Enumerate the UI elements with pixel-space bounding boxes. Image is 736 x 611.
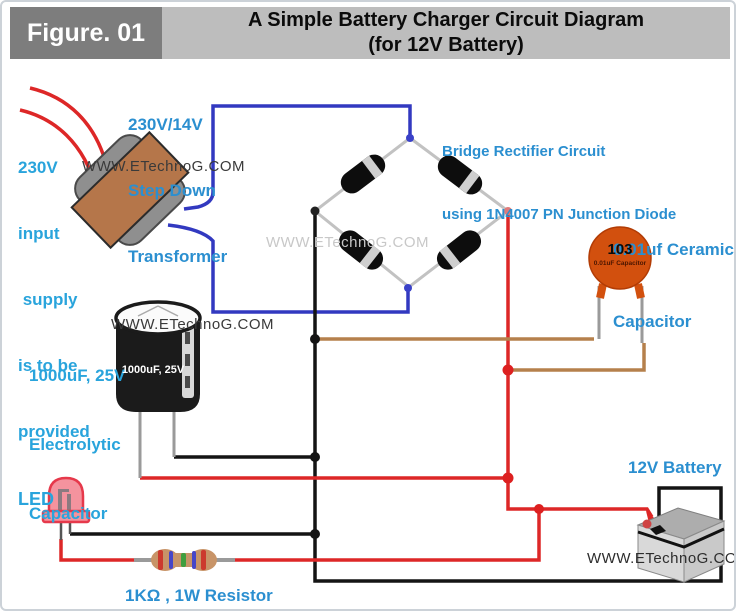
diode-band [439,245,461,269]
brown-wire-2 [508,343,646,372]
watermark-battery: WWW.ETechnoG.COM [587,550,736,567]
diode-band [359,245,381,269]
junction-dot-black-2 [310,452,320,462]
battery-positive-terminal [642,519,652,529]
ceramic-disc [588,226,652,290]
diode-band [361,155,383,179]
transformer-label: 230V/14V Step Down Transformer [128,115,228,266]
resistor-band-green [181,553,186,567]
figure-number-box: Figure. 01 [10,7,162,59]
bridge-node-right [504,207,512,215]
junction-dot-red-3 [534,504,544,514]
electrolytic-capacitor-label: 1000uF, 25V Electrolytic Capacitor [29,366,126,523]
resistor [134,549,235,571]
diode-bottom-right [436,230,482,270]
led-label: LED [18,489,54,509]
ceramic-subtext: 0.01uF Capacitor [593,260,647,267]
watermark-transformer: WWW.ETechnoG.COM [82,158,246,175]
resistor-label: 1KΩ , 1W Resistor [125,586,273,605]
ceramic-capacitor-label: 0.01uf Ceramic Capacitor [613,240,734,331]
led-dome [47,476,85,515]
electrolytic-capacitor [114,300,202,412]
bridge-node-top [406,134,414,142]
diode-top-right [437,155,483,195]
watermark-bridge: WWW.ETechnoG.COM [266,234,430,251]
resistor-band-red [201,550,206,570]
diagram-title-line2: (for 12V Battery) [368,34,524,56]
electrolytic-top [114,300,202,336]
battery-negative-terminal [650,525,666,535]
watermark-capacitor: WWW.ETechnoG.COM [111,316,275,333]
transformer [70,130,190,250]
led-pin-inner [67,494,71,511]
red-output-wire [506,211,654,518]
bridge-node-bottom [404,284,412,292]
battery-label: 12V Battery [628,458,722,477]
bridge-rectifier-label: Bridge Rectifier Circuit using 1N4007 PN… [442,143,677,223]
junction-dot-red-2 [502,472,514,484]
battery-band [637,527,725,549]
junction-dot-red-1 [502,364,514,376]
bridge-node-left [310,206,320,216]
diode-band [458,170,480,194]
ceramic-marking: 103 [607,241,633,258]
resistor-band-blue [192,551,196,569]
battery-side-face [683,520,725,583]
led-flange [41,509,91,524]
blue-secondary-wires [167,104,412,314]
electrolytic-body [116,318,200,412]
diode-top-left [340,154,386,194]
electrolytic-marking: 1000uF, 25V [121,364,185,376]
battery [636,507,726,583]
diagram-title-bar: A Simple Battery Charger Circuit Diagram… [162,7,730,59]
led-pin-inner [58,489,62,511]
figure-number-label: Figure. 01 [26,18,146,47]
component-leads [138,286,644,478]
blue-wire-top [183,104,412,211]
input-supply-label: 230V input supply is to be provided [18,158,90,441]
blue-wire-bottom [167,223,410,314]
bridge-diodes [338,154,483,270]
led-leads [59,522,72,540]
resistor-band-blue [169,551,173,569]
ceramic-capacitor [588,226,652,299]
diode-bottom-left [338,230,384,270]
brown-wires [315,337,646,372]
junction-dot-black-1 [310,334,320,344]
led [41,476,91,524]
diagram-title-line1: A Simple Battery Charger Circuit Diagram [247,9,645,31]
junction-dot-black-3 [310,529,320,539]
red-led-resistor-wire [59,510,541,562]
transformer-bobbin [70,130,190,250]
resistor-band-red [158,550,163,570]
